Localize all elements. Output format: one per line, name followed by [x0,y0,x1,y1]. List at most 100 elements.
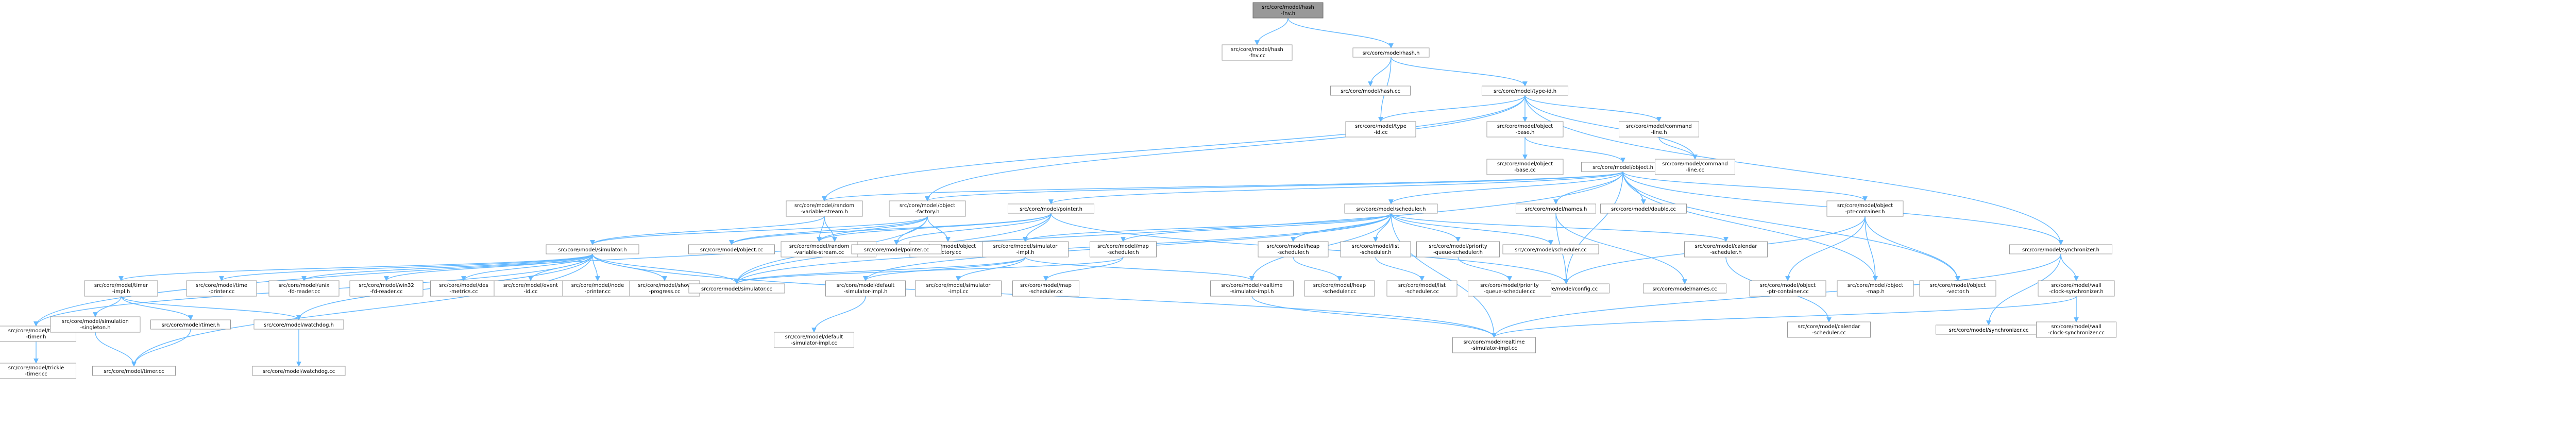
node-simimpl-cc[interactable]: src/core/model/simulator-impl.cc [915,280,1002,297]
node-prio-cc[interactable]: src/core/model/priority-queue-scheduler.… [1468,280,1551,297]
node-wallsync-cc[interactable]: src/core/model/wall-clock-synchronizer.c… [2036,321,2116,338]
node-object-cc[interactable]: src/core/model/object.cc [688,244,775,254]
node-listsched-cc[interactable]: src/core/model/list-scheduler.cc [1386,280,1458,297]
node-nodeprinter-cc[interactable]: src/core/model/node-printer.cc [562,280,633,297]
node-trickle-cc[interactable]: src/core/model/trickle-timer.cc [0,363,76,379]
edge-scheduler-h-to-mapsched-h [1121,213,1392,242]
node-calsched-cc[interactable]: src/core/model/calendar-scheduler.cc [1787,321,1871,338]
edge-typeid-h-to-typeid-cc [1378,95,1526,122]
node-simsingleton-h[interactable]: src/core/model/simulation-singleton.h [50,316,141,333]
node-simulator-h[interactable]: src/core/model/simulator.h [546,244,639,254]
node-label-line: -scheduler.h [1360,250,1391,255]
node-random-h[interactable]: src/core/model/random-variable-stream.h [786,200,863,217]
node-timer-cc[interactable]: src/core/model/timer.cc [92,366,176,376]
node-typeid-h[interactable]: src/core/model/type-id.h [1482,86,1568,96]
node-label-line: -scheduler.h [1710,250,1741,255]
node-scheduler-h[interactable]: src/core/model/scheduler.h [1344,203,1438,214]
node-hash-cc[interactable]: src/core/model/hash.cc [1330,86,1411,96]
node-cmdline-h[interactable]: src/core/model/command-line.h [1619,121,1699,138]
node-label-line: src/core/model/list [1352,244,1399,249]
node-objfactory-h[interactable]: src/core/model/object-factory.h [889,200,966,217]
edge-simulator-h-to-win32fd-cc [384,253,593,281]
edge-timerimpl-h-to-simsingleton-h [93,296,122,317]
node-box [1258,241,1329,258]
node-eventid-cc[interactable]: src/core/model/event-id.cc [494,280,568,297]
node-label-line: src/core/model/heap [1313,283,1366,288]
node-showprog-cc[interactable]: src/core/model/show-progress.cc [629,280,700,297]
node-fnv-h[interactable]: src/core/model/hash-fnv.h [1252,2,1324,19]
node-box [150,319,231,330]
node-label-line: src/core/model/object.cc [700,247,764,253]
node-timeprinter-cc[interactable]: src/core/model/time-printer.cc [186,280,257,297]
node-simimpl-h[interactable]: src/core/model/simulator-impl.h [982,241,1069,258]
node-simulator-cc[interactable]: src/core/model/simulator.cc [688,283,785,294]
node-desmetrics-cc[interactable]: src/core/model/des-metrics.cc [430,280,497,297]
node-prio-h[interactable]: src/core/model/priority-queue-scheduler.… [1416,241,1500,258]
node-label-line: src/core/model/node [571,283,624,288]
node-pointer-cc[interactable]: src/core/model/pointer.cc [851,244,942,254]
edge-object-h-to-objfactory-h [925,171,1623,201]
node-rtsimimpl-h[interactable]: src/core/model/realtime-simulator-impl.h [1210,280,1294,297]
node-double-cc[interactable]: src/core/model/double.cc [1600,203,1687,214]
node-sync-h[interactable]: src/core/model/synchronizer.h [2009,244,2112,254]
node-label-line: src/core/model/timer.h [162,322,220,328]
node-pointer-h[interactable]: src/core/model/pointer.h [1008,203,1094,214]
node-random-cc[interactable]: src/core/model/random-variable-stream.cc [781,241,858,258]
node-scheduler-cc[interactable]: src/core/model/scheduler.cc [1502,244,1599,254]
node-listsched-h[interactable]: src/core/model/list-scheduler.h [1340,241,1411,258]
node-timerimpl-h[interactable]: src/core/model/timer-impl.h [84,280,158,297]
edge-object-h-to-random-h [822,171,1623,201]
node-names-cc[interactable]: src/core/model/names.cc [1643,283,1726,294]
node-wallsync-h[interactable]: src/core/model/wall-clock-synchronizer.h [2038,280,2115,297]
node-label-line: src/core/model/time [196,283,247,288]
node-objmap-h[interactable]: src/core/model/object-map.h [1837,280,1914,297]
node-box [1352,47,1430,58]
node-label-line: src/core/model/type [1355,124,1406,129]
node-names-h[interactable]: src/core/model/names.h [1516,203,1596,214]
node-calsched-h[interactable]: src/core/model/calendar-scheduler.h [1684,241,1768,258]
node-label-line: src/core/model/object [920,244,976,249]
node-label-line: src/core/model/hash [1231,47,1283,53]
node-box [1210,280,1294,297]
node-mapsched-cc[interactable]: src/core/model/map-scheduler.cc [1012,280,1079,297]
node-heapsched-h[interactable]: src/core/model/heap-scheduler.h [1258,241,1329,258]
edge-object-h-to-pointer-h [1048,171,1623,204]
node-objbase-cc[interactable]: src/core/model/object-base.cc [1486,159,1564,175]
node-ptrcont-h[interactable]: src/core/model/object-ptr-container.h [1826,200,1904,217]
edge-objfactory-h-to-simulator-h [590,216,928,245]
node-label-line: src/core/model/random [794,203,854,209]
node-label-line: src/core/model/object [1837,203,1893,209]
node-hash-h[interactable]: src/core/model/hash.h [1352,47,1430,58]
node-objbase-h[interactable]: src/core/model/object-base.h [1486,121,1564,138]
edge-simulator-h-to-unixfd-cc [301,253,593,281]
node-box [50,316,141,333]
node-mapsched-h[interactable]: src/core/model/map-scheduler.h [1090,241,1157,258]
node-box [1787,321,1871,338]
node-box [1468,280,1551,297]
node-watchdog-h[interactable]: src/core/model/watchdog.h [253,319,344,330]
node-rtsimimpl-cc[interactable]: src/core/model/realtime-simulator-impl.c… [1452,337,1536,353]
node-sync-cc[interactable]: src/core/model/synchronizer.cc [1936,324,2042,335]
edge-pointer-h-to-random-cc [817,213,1052,242]
node-cmdline-cc[interactable]: src/core/model/command-line.cc [1655,159,1735,175]
edge-scheduler-h-to-simimpl-h [1023,213,1392,242]
node-unixfd-cc[interactable]: src/core/model/unix-fd-reader.cc [268,280,340,297]
node-watchdog-cc[interactable]: src/core/model/watchdog.cc [252,366,346,376]
node-label-line: -clock-synchronizer.h [2049,289,2103,295]
node-objvector-h[interactable]: src/core/model/object-vector.h [1919,280,1996,297]
edge-timerimpl-h-to-watchdog-h [121,296,301,320]
node-timer-h[interactable]: src/core/model/timer.h [150,319,231,330]
node-fnv-cc[interactable]: src/core/model/hash-fnv.cc [1222,44,1293,61]
node-win32fd-cc[interactable]: src/core/model/win32-fd-reader.cc [349,280,423,297]
node-defsimimpl-h[interactable]: src/core/model/default-simulator-impl.h [825,280,906,297]
node-label-line: src/core/model/realtime [1463,339,1524,345]
node-typeid-cc[interactable]: src/core/model/type-id.cc [1345,121,1416,138]
node-box [252,366,346,376]
node-object-h[interactable]: src/core/model/object.h [1581,162,1665,172]
node-heapsched-cc[interactable]: src/core/model/heap-scheduler.cc [1304,280,1375,297]
node-label-line: src/core/model/random [789,244,849,249]
node-ptrcont-cc[interactable]: src/core/model/object-ptr-container.cc [1749,280,1826,297]
node-layer: src/core/model/hash-fnv.h src/core/model/… [0,2,2116,379]
node-defsimimpl-cc[interactable]: src/core/model/default-simulator-impl.cc [774,332,854,348]
node-label-line: src/core/model/default [837,283,895,288]
